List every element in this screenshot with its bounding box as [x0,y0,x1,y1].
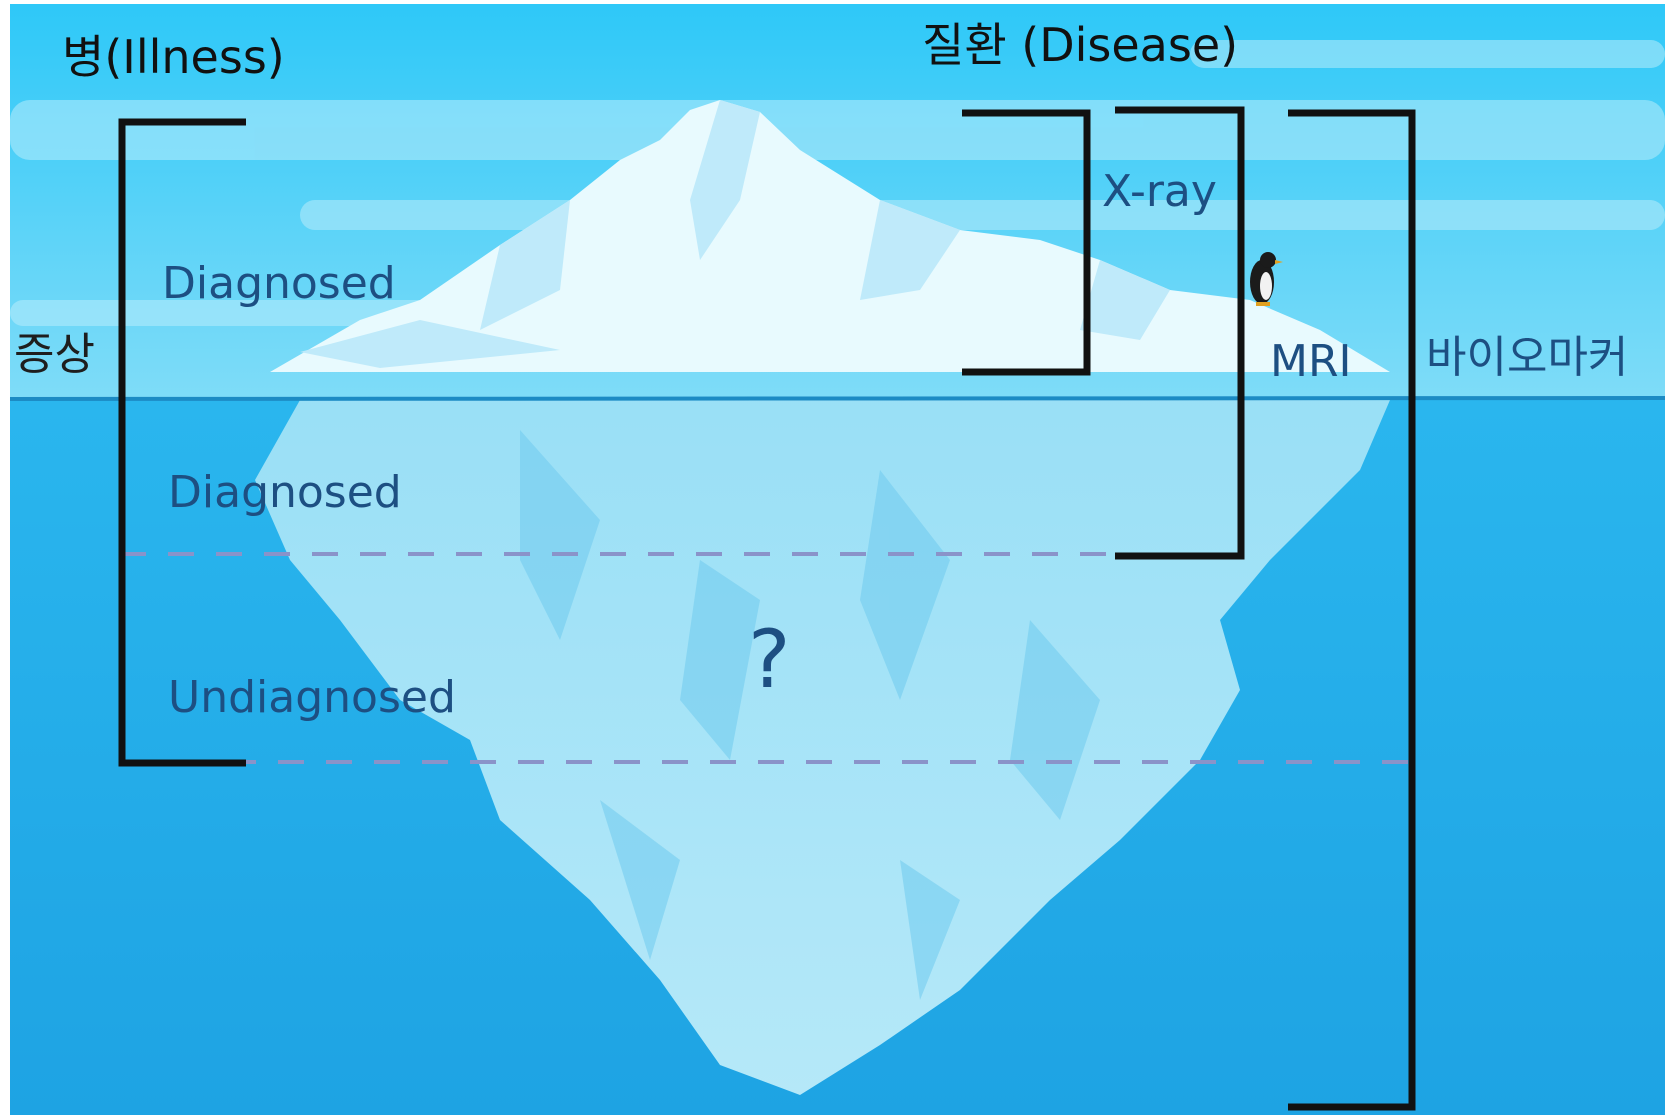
waterline [10,398,1665,399]
diagnosed-below-label: Diagnosed [168,471,402,515]
mri-label: MRI [1270,340,1352,384]
illness-title: 병(Illness) [62,34,285,80]
biomarker-label: 바이오마커 [1426,336,1628,380]
unknown-question-mark: ? [748,620,790,700]
disease-title: 질환 (Disease) [922,22,1238,68]
xray-label: X-ray [1102,170,1217,214]
undiagnosed-label: Undiagnosed [168,676,456,720]
symptoms-label: 증상 [14,333,95,377]
diagnosed-above-label: Diagnosed [162,262,396,306]
